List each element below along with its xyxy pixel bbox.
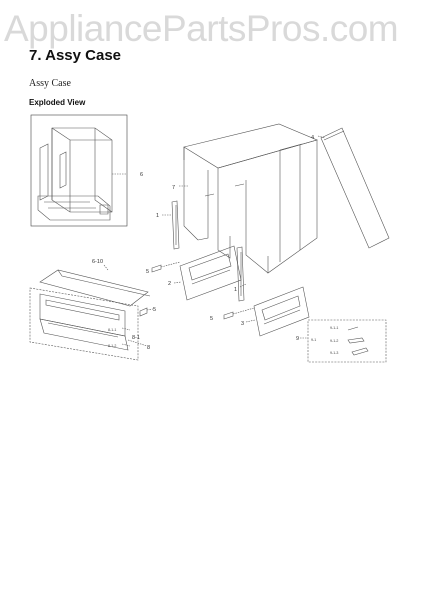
callout-2: 2 <box>168 281 171 287</box>
callout-3: 3 <box>241 321 244 327</box>
hardware-kit-9 <box>307 319 387 363</box>
callout-6-10: 6-10 <box>92 259 103 265</box>
callout-1-left: 1 <box>156 213 159 219</box>
view-label: Exploded View <box>29 98 86 107</box>
screw-lower <box>223 307 255 320</box>
side-panel-4 <box>320 127 390 249</box>
bracket-panel-3 <box>253 286 310 337</box>
callout-9-1-1: 9-1-1 <box>330 326 338 330</box>
callout-9-1: 9-1 <box>311 338 316 342</box>
callout-4: 4 <box>311 135 314 141</box>
callout-7: 7 <box>172 185 175 191</box>
callout-5-upper: 5 <box>146 269 149 275</box>
callout-8-1-1: 8-1-1 <box>108 328 116 332</box>
inset-assembly-frame <box>30 114 128 227</box>
callout-8: 8 <box>147 345 150 351</box>
callout-5-base: 5 <box>153 307 156 313</box>
callout-9: 9 <box>296 336 299 342</box>
callout-9-1-2: 9-1-2 <box>330 339 338 343</box>
screw-upper <box>151 261 181 273</box>
callout-8-1: 8-1 <box>132 335 140 341</box>
main-frame <box>183 123 318 274</box>
rod-right <box>236 246 245 302</box>
page-title: 7. Assy Case <box>29 47 122 64</box>
bracket-panel-2 <box>179 245 242 301</box>
page-subtitle: Assy Case <box>29 78 71 89</box>
callout-8-1-2: 8-1-2 <box>108 344 116 348</box>
rod-left <box>171 200 180 250</box>
callout-6: 6 <box>140 172 143 178</box>
callout-9-1-3: 9-1-3 <box>330 351 338 355</box>
callout-5-lower: 5 <box>210 316 213 322</box>
screw-base <box>139 307 154 317</box>
watermark-text: AppliancePartsPros.com <box>4 8 399 49</box>
base-assembly-8 <box>29 269 151 361</box>
callout-1-right: 1 <box>234 287 237 293</box>
